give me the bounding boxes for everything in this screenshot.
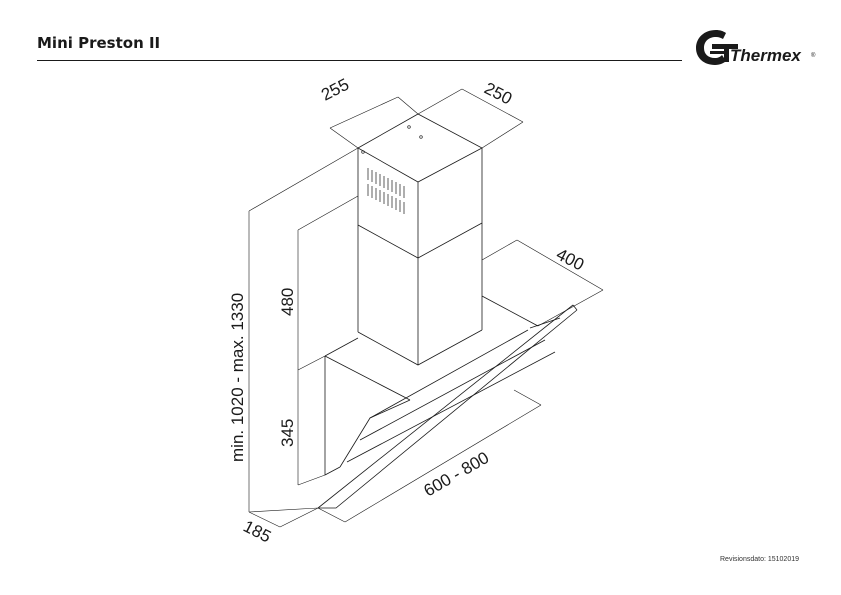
- vent-slots: [361, 125, 423, 214]
- dimension-lines: [248, 88, 604, 528]
- product-title: Mini Preston II: [37, 34, 161, 52]
- thermex-logo: Thermex ®: [696, 30, 816, 65]
- dim-chimney-depth: 250: [481, 79, 515, 109]
- registered-mark: ®: [811, 52, 816, 59]
- hood-outline: [317, 113, 578, 509]
- dim-bottom-depth: 185: [240, 517, 274, 547]
- dim-hood-depth: 400: [553, 245, 587, 275]
- dim-hood-width: 600 - 800: [421, 448, 493, 500]
- dim-chimney-height: 480: [278, 288, 297, 316]
- thermex-logo-mark: [696, 30, 738, 65]
- dim-overall-height: min. 1020 - max. 1330: [228, 293, 247, 462]
- thermex-logo-wordmark: Thermex: [730, 46, 802, 65]
- dim-hood-height: 345: [278, 419, 297, 447]
- dim-chimney-width: 255: [318, 75, 352, 105]
- header-rule: [37, 60, 682, 61]
- revision-date: Revisionsdato: 15102019: [720, 556, 800, 563]
